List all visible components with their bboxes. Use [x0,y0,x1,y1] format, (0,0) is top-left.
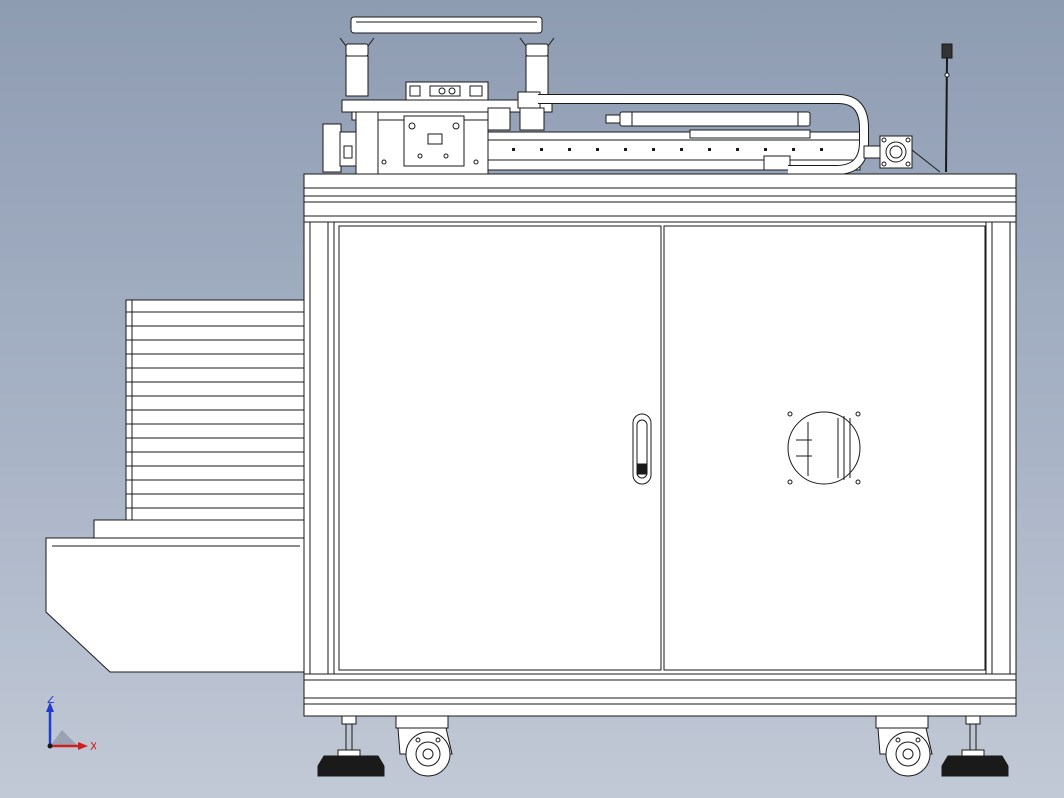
top-mechanism [322,16,953,175]
left-caster [395,715,453,777]
right-post [985,221,1017,675]
top-deck [303,173,1017,189]
air-cylinder [619,111,811,127]
right-pillar-cap [525,43,549,57]
left-pillar-cap [345,43,369,57]
cabinet [303,173,1017,717]
right-caster [875,715,933,777]
right-pillar [525,55,549,97]
ventilation-fan [787,411,861,485]
bottom-frame-beam [303,673,1017,705]
side-heatsink [125,299,305,523]
z-axis-label: Z [47,696,55,706]
left-door [338,225,662,671]
left-leveling-foot [317,715,385,777]
triad-graphic: Z X [46,693,98,753]
side-hopper [45,519,305,673]
coordinate-triad: Z X [36,693,98,756]
right-leveling-foot [941,715,1009,777]
top-frame-beam [303,195,1017,223]
left-post [303,221,335,675]
sensor-connector [941,43,953,59]
x-axis-label: X [90,740,96,753]
rail-holes [512,148,823,151]
left-pillar [345,55,369,97]
top-handle-bar [350,16,543,34]
